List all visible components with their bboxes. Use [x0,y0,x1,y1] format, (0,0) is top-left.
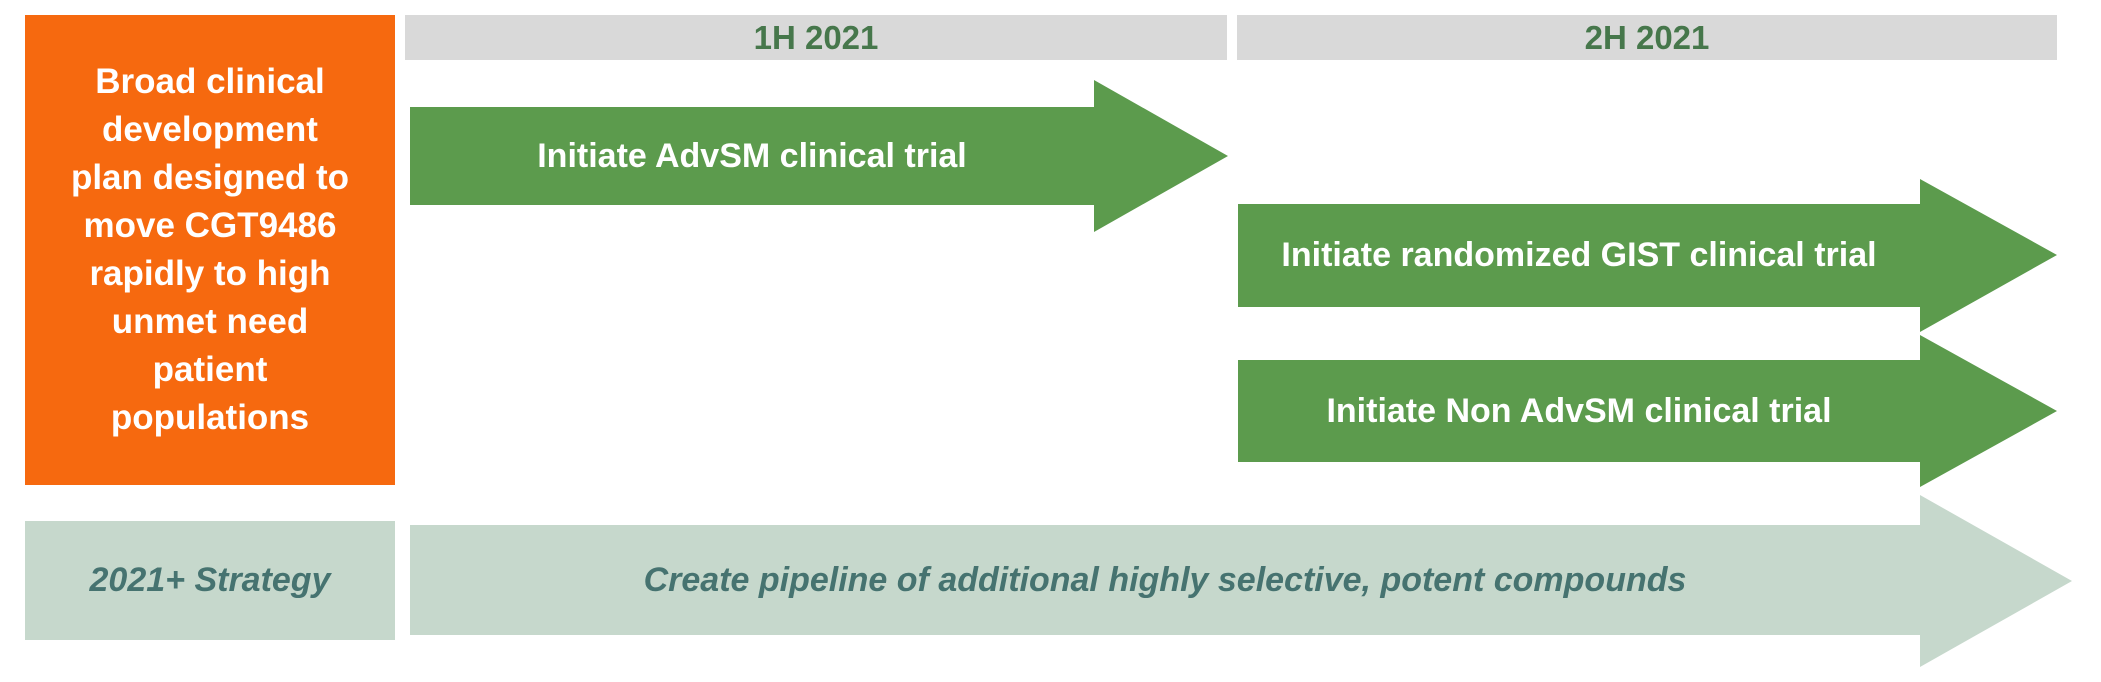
strategy-label: 2021+ Strategy [89,561,331,599]
timeline-header-label: 1H 2021 [753,18,879,56]
milestone-label: Initiate randomized GIST clinical trial [1281,236,1877,274]
strategy-arrow-label: Create pipeline of additional highly sel… [643,560,1687,599]
strategy-arrow-pipeline: Create pipeline of additional highly sel… [410,495,2072,667]
milestone-label: Initiate Non AdvSM clinical trial [1326,391,1832,430]
milestone-arrow-non-advsm: Initiate Non AdvSM clinical trial [1238,335,2057,487]
milestone-arrow-advsm: Initiate AdvSM clinical trial [410,80,1228,232]
timeline-header-label: 2H 2021 [1584,18,1710,56]
milestone-arrow-gist: Initiate randomized GIST clinical trial [1238,179,2057,332]
milestone-label: Initiate AdvSM clinical trial [537,136,967,175]
timeline-header-1h-2021: 1H 2021 [405,15,1227,60]
strategy-row-label-box: 2021+ Strategy [25,521,395,640]
timeline-header-2h-2021: 2H 2021 [1237,15,2057,60]
